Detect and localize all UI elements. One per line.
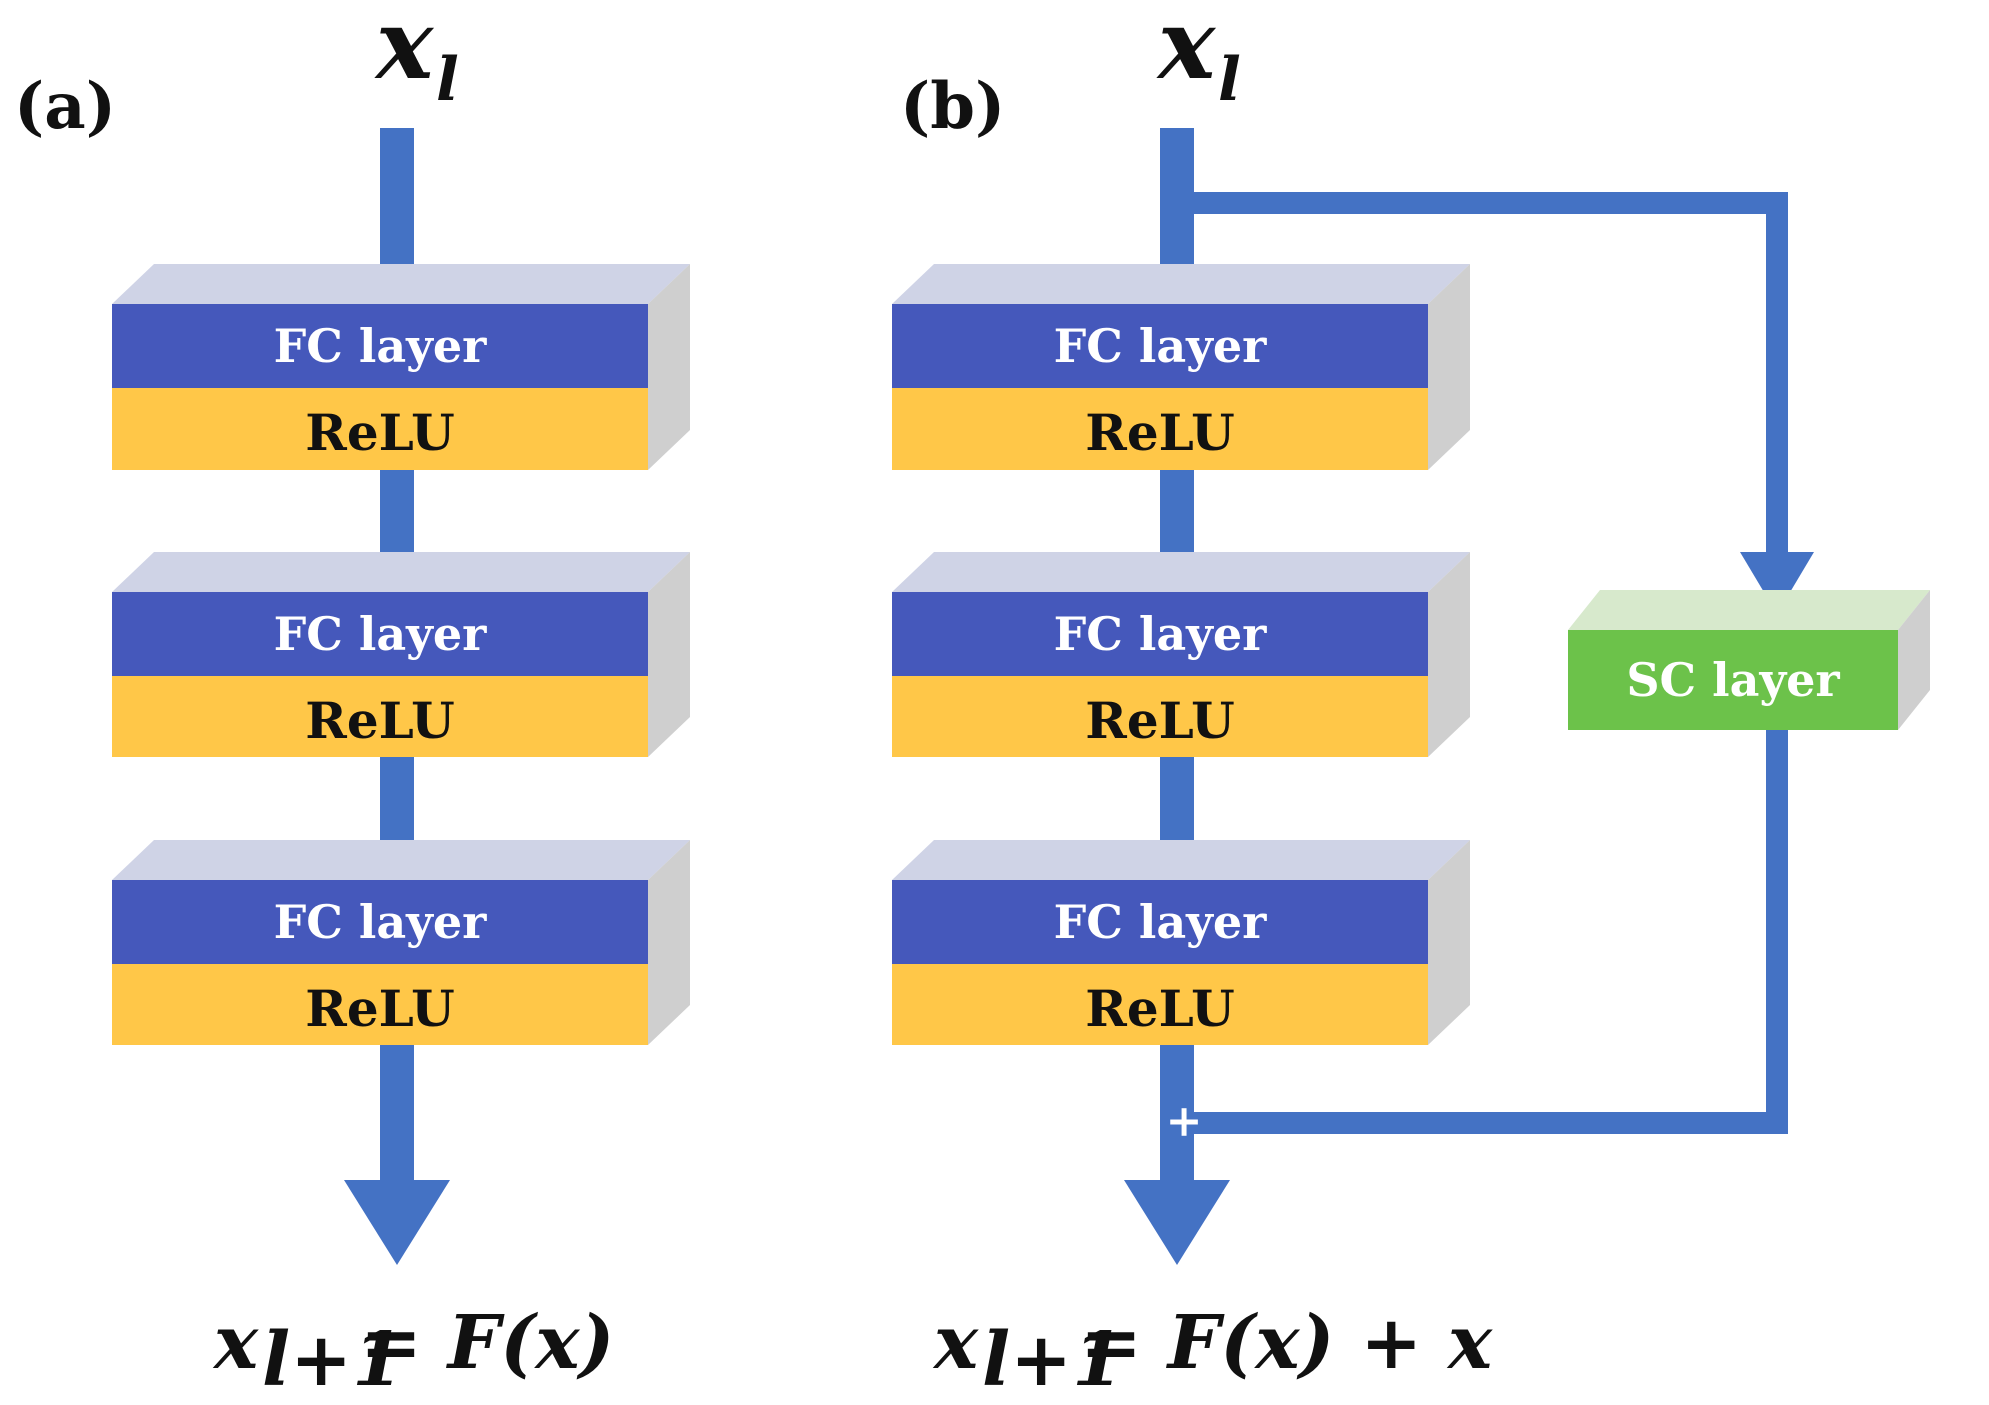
sc-layer <box>1568 630 1898 730</box>
fc-layer-label: FC layer <box>274 895 488 949</box>
panel-b-connector-output <box>1160 1045 1194 1185</box>
shortcut-branch-vertical <box>1766 192 1788 556</box>
relu-layer <box>112 964 648 1045</box>
block-side-face <box>648 552 690 757</box>
fc-layer <box>112 592 648 676</box>
block-side-face <box>1428 264 1470 470</box>
relu-layer <box>892 676 1428 757</box>
block-top-face <box>892 552 1470 592</box>
block-side-face <box>1428 552 1470 757</box>
panel-b-label: (b) <box>900 69 1005 144</box>
panel-a-input-sub: l <box>436 45 459 115</box>
panel-a-equation: x l+1 = F(x) <box>212 1300 614 1403</box>
fc-layer-label: FC layer <box>1054 607 1268 661</box>
relu-label: ReLU <box>305 691 454 750</box>
sc-layer-label: SC layer <box>1626 653 1840 707</box>
sc-block-top-face <box>1568 590 1930 630</box>
panel-a-block-3: FC layer ReLU <box>112 840 690 1045</box>
block-top-face <box>892 840 1470 880</box>
shortcut-path <box>1194 192 1814 1134</box>
equation-lhs-sub: l+1 <box>262 1317 404 1403</box>
equation-lhs: x <box>212 1300 259 1386</box>
panel-b-block-1: FC layer ReLU <box>892 264 1470 470</box>
block-top-face <box>112 840 690 880</box>
shortcut-branch-horizontal <box>1194 192 1788 214</box>
shortcut-arrowhead <box>1740 552 1814 614</box>
panel-b-output-arrowhead <box>1124 1180 1230 1265</box>
sc-block-side-face <box>1898 590 1930 730</box>
panel-b-input-sub: l <box>1218 45 1241 115</box>
fc-layer <box>892 880 1428 964</box>
fc-layer-label: FC layer <box>1054 895 1268 949</box>
panel-a-block-1: FC layer ReLU <box>112 264 690 470</box>
shortcut-return-horizontal <box>1194 1112 1788 1134</box>
shortcut-return-vertical <box>1766 730 1788 1134</box>
block-top-face <box>112 264 690 304</box>
block-top-face <box>892 264 1470 304</box>
sc-layer-block: SC layer <box>1568 590 1930 730</box>
relu-layer <box>892 388 1428 470</box>
relu-label: ReLU <box>1085 691 1234 750</box>
block-top-face <box>112 552 690 592</box>
relu-label: ReLU <box>1085 979 1234 1038</box>
panel-a-output-arrowhead <box>344 1180 450 1265</box>
equation-rhs: = F(x) <box>360 1300 614 1386</box>
block-side-face <box>1428 840 1470 1045</box>
equation-lhs: x <box>932 1300 979 1386</box>
panel-b-block-3: FC layer ReLU <box>892 840 1470 1045</box>
sum-symbol: + <box>1166 1096 1203 1147</box>
fc-layer <box>112 880 648 964</box>
panel-b-block-2: FC layer ReLU <box>892 552 1470 757</box>
panel-a-connector-output <box>380 1045 414 1185</box>
fc-layer-label: FC layer <box>1054 319 1268 373</box>
panel-b-input-var: x <box>1156 0 1217 101</box>
panel-a-connector-input <box>380 128 414 280</box>
relu-label: ReLU <box>305 979 454 1038</box>
relu-layer <box>112 676 648 757</box>
block-side-face <box>648 840 690 1045</box>
equation-rhs: = F(x) + x <box>1080 1300 1493 1386</box>
block-side-face <box>648 264 690 470</box>
relu-label: ReLU <box>305 403 454 462</box>
fc-layer-label: FC layer <box>274 607 488 661</box>
panel-a-input-var: x <box>374 0 435 101</box>
panel-a-label: (a) <box>14 69 116 144</box>
fc-layer <box>112 304 648 388</box>
panel-b-connector-input <box>1160 128 1194 280</box>
panel-b-equation: x l+1 = F(x) + x <box>932 1300 1493 1403</box>
relu-layer <box>112 388 648 470</box>
relu-layer <box>892 964 1428 1045</box>
fc-layer <box>892 592 1428 676</box>
relu-label: ReLU <box>1085 403 1234 462</box>
panel-a-block-2: FC layer ReLU <box>112 552 690 757</box>
fc-layer <box>892 304 1428 388</box>
equation-lhs-sub: l+1 <box>982 1317 1124 1403</box>
panel-b: (b) x l FC layer ReLU <box>892 0 1930 1403</box>
panel-a: (a) x l FC layer ReLU FC layer ReLU <box>14 0 690 1403</box>
fc-layer-label: FC layer <box>274 319 488 373</box>
